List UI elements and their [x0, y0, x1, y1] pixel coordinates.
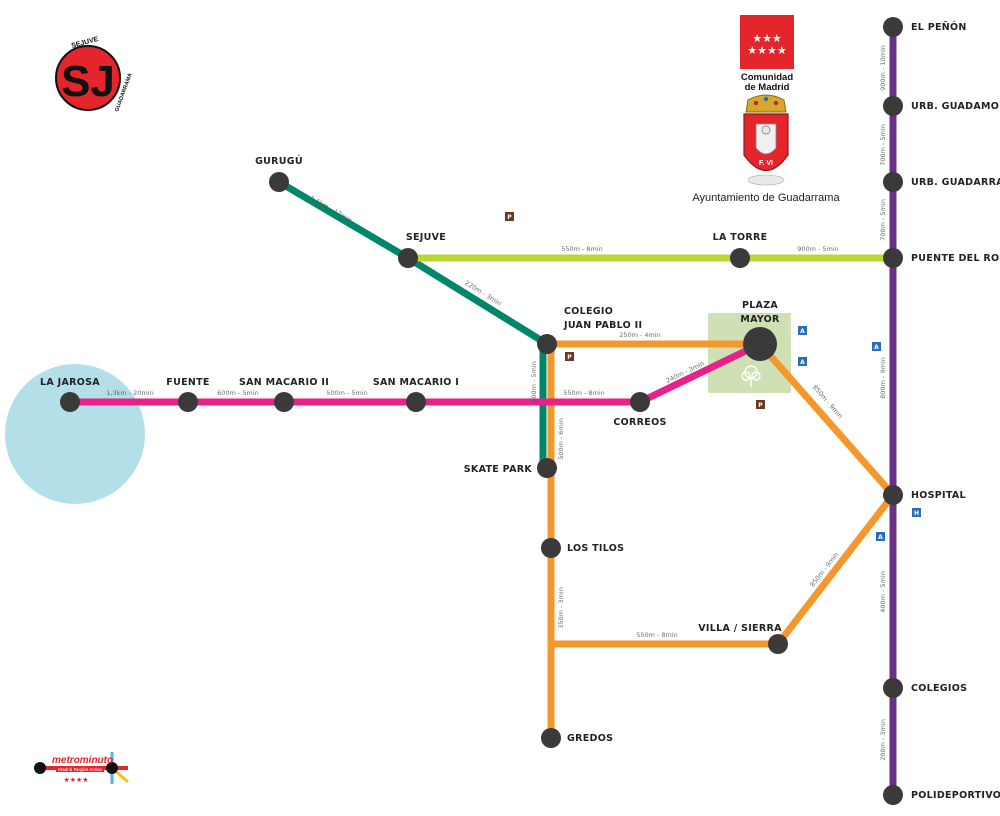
segment-label: 500m - 6min	[557, 418, 565, 460]
station-label-colegios: COLEGIOS	[911, 683, 967, 694]
station-colegios[interactable]	[883, 678, 903, 698]
station-skate-park[interactable]	[537, 458, 557, 478]
svg-text:P: P	[758, 402, 763, 409]
segment-label: 350m - 3min	[557, 587, 565, 629]
station-sejuve[interactable]	[398, 248, 418, 268]
segment-label: 550m - 8min	[636, 631, 678, 639]
segment-label: 500m - 5min	[326, 389, 368, 397]
segment-label: 900m - 5min	[797, 245, 839, 253]
station-gurugu[interactable]	[269, 172, 289, 192]
station-polideportivo[interactable]	[883, 785, 903, 805]
segment-label: 800m - 9min	[879, 357, 887, 399]
station-la-torre[interactable]	[730, 248, 750, 268]
station-label-plaza: PLAZA	[742, 300, 778, 311]
station-label-fuente: FUENTE	[166, 377, 209, 388]
metrominuto-logo: metrominuto Madrid Región Activa ★★★★	[34, 752, 129, 784]
svg-text:★★★★: ★★★★	[63, 776, 88, 784]
segment-label: 400m - 5min	[530, 361, 538, 403]
station-los-tilos[interactable]	[541, 538, 561, 558]
segment-label: 700m - 5min	[879, 199, 887, 241]
station-urb-guadarrama[interactable]	[883, 172, 903, 192]
svg-text:★★★: ★★★	[752, 32, 782, 45]
station-colegio-juan-pablo-ii[interactable]	[537, 334, 557, 354]
svg-text:P: P	[567, 354, 572, 361]
segment-label: 1,1km - 17min	[308, 194, 353, 225]
segment-label: 850m - 9min	[811, 383, 844, 420]
parking-badge: P	[565, 352, 574, 361]
tree-icon	[741, 365, 761, 387]
station-label-la-torre: LA TORRE	[713, 232, 768, 243]
svg-text:metrominuto: metrominuto	[52, 755, 113, 766]
magenta-line	[70, 340, 762, 406]
station-gredos[interactable]	[541, 728, 561, 748]
svg-text:A: A	[874, 344, 879, 351]
station-san-macario-i[interactable]	[406, 392, 426, 412]
station-correos[interactable]	[630, 392, 650, 412]
station-label-correos: CORREOS	[613, 417, 666, 428]
svg-text:A: A	[800, 328, 805, 335]
segment-label: 400m - 5min	[879, 571, 887, 613]
segment-label: 550m - 8min	[561, 245, 603, 253]
sj-letters: SJ	[61, 57, 115, 106]
bus-stop-badge: A	[876, 532, 885, 541]
bus-stop-badge: A	[872, 342, 881, 351]
segment-label: 900m - 10min	[879, 45, 887, 91]
station-label-mayor: MAYOR	[740, 314, 780, 325]
station-villa-sierra[interactable]	[768, 634, 788, 654]
svg-text:A: A	[800, 359, 805, 366]
station-hospital[interactable]	[883, 485, 903, 505]
station-label-juan-pablo: JUAN PABLO II	[563, 320, 642, 331]
parking-badge: P	[505, 212, 514, 221]
station-label-skate-park: SKATE PARK	[464, 464, 533, 475]
escudo-guadarrama-icon: F. VI	[743, 94, 789, 186]
station-la-jarosa[interactable]	[60, 392, 80, 412]
station-plaza-mayor[interactable]	[743, 327, 777, 361]
station-label-el-penon: EL PEÑÓN	[911, 21, 967, 33]
segment-label: 200m - 3min	[879, 719, 887, 761]
ayuntamiento-label: Ayuntamiento de Guadarrama	[692, 192, 840, 204]
station-label-los-tilos: LOS TILOS	[567, 543, 624, 554]
stations	[60, 17, 903, 805]
segment-label: 1,3km - 20min	[106, 389, 153, 397]
bus-stop-badge: A	[798, 326, 807, 335]
svg-text:★★★★: ★★★★	[747, 44, 787, 57]
station-label-san-macario-ii: SAN MACARIO II	[239, 377, 329, 388]
station-urb-guadamolinos[interactable]	[883, 96, 903, 116]
station-label-la-jarosa: LA JAROSA	[40, 377, 100, 388]
station-label-gredos: GREDOS	[567, 733, 613, 744]
station-label-urb-guadamolinos: URB. GUADAMOLINOS	[911, 101, 1000, 112]
station-el-penon[interactable]	[883, 17, 903, 37]
svg-text:de Madrid: de Madrid	[745, 82, 790, 93]
hospital-badge: H	[912, 508, 921, 517]
station-puente-del-rosario[interactable]	[883, 248, 903, 268]
sejuve-logo: SJ SEJUVE GUADARRAMA	[55, 36, 134, 113]
comunidad-madrid-logo: ★★★ ★★★★ Comunidad de Madrid	[740, 15, 794, 93]
green-line	[275, 178, 551, 472]
stars-icon: ★★★ ★★★★	[747, 32, 787, 57]
station-label-sejuve: SEJUVE	[406, 232, 446, 243]
station-label-san-macario-i: SAN MACARIO I	[373, 377, 459, 388]
station-label-colegio: COLEGIO	[564, 306, 613, 317]
station-label-hospital: HOSPITAL	[911, 490, 966, 501]
segment-label: 250m - 4min	[619, 331, 661, 339]
station-label-puente-del-rosario: PUENTE DEL ROSARIO	[911, 253, 1000, 264]
svg-text:F. VI: F. VI	[759, 160, 773, 167]
parking-badge: P	[756, 400, 765, 409]
segment-label: 600m - 5min	[217, 389, 259, 397]
svg-text:Comunidad: Comunidad	[741, 72, 793, 83]
svg-text:H: H	[914, 510, 919, 517]
station-label-urb-guadarrama: URB. GUADARRAMA	[911, 177, 1000, 188]
station-label-gurugu: GURUGÚ	[255, 155, 303, 167]
svg-text:Madrid Región Activa: Madrid Región Activa	[58, 767, 102, 772]
svg-text:P: P	[507, 214, 512, 221]
segment-label: 550m - 8min	[563, 389, 605, 397]
segment-label: 700m - 5min	[879, 124, 887, 166]
station-label-polideportivo: POLIDEPORTIVO	[911, 790, 1000, 801]
station-label-villa-sierra: VILLA / SIERRA	[698, 623, 782, 634]
station-san-macario-ii[interactable]	[274, 392, 294, 412]
svg-text:A: A	[878, 534, 883, 541]
station-fuente[interactable]	[178, 392, 198, 412]
bus-stop-badge: A	[798, 357, 807, 366]
